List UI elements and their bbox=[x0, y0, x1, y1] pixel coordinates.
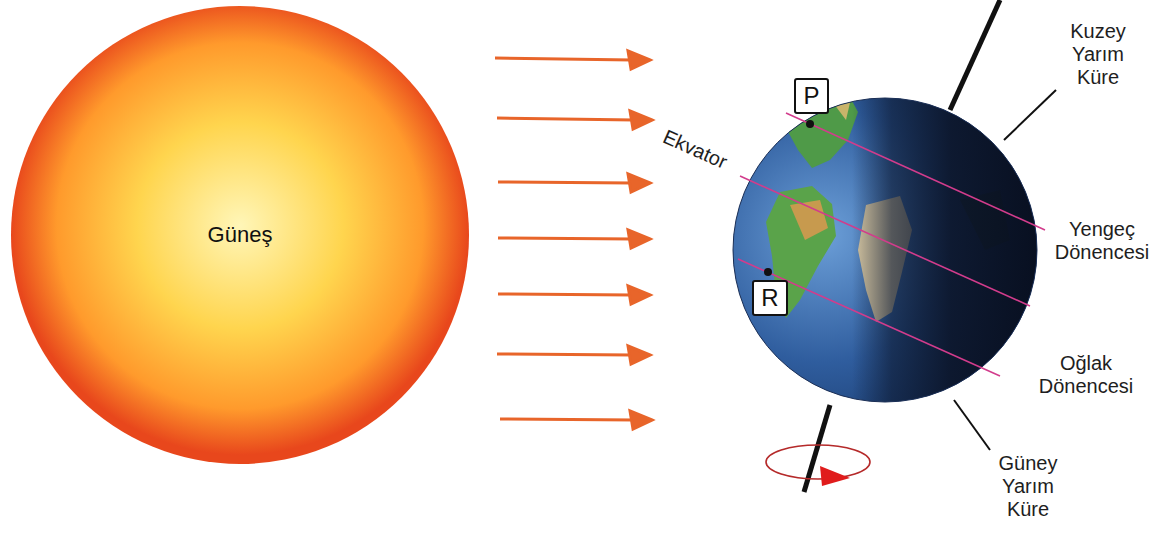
point-label-box: P bbox=[794, 78, 829, 114]
leader-line bbox=[1004, 90, 1056, 140]
latitude-lines bbox=[738, 113, 1045, 376]
earth bbox=[720, 88, 1050, 410]
point-label-box: R bbox=[752, 280, 788, 316]
tropic-label: Oğlak Dönencesi bbox=[1022, 352, 1150, 398]
leader-line bbox=[954, 400, 990, 450]
sun-rays bbox=[495, 51, 652, 429]
hemisphere-label: Kuzey Yarım Küre bbox=[1058, 20, 1138, 89]
point-letter: R bbox=[761, 284, 779, 312]
rotation-arrow bbox=[766, 445, 870, 486]
point-dot bbox=[764, 268, 772, 276]
tropic-label: Yengeç Dönencesi bbox=[1038, 218, 1166, 264]
sun-circle: Güneş bbox=[10, 5, 470, 465]
point-letter: P bbox=[803, 82, 820, 110]
sun-name: Güneş bbox=[208, 222, 273, 247]
hemisphere-label: Güney Yarım Küre bbox=[988, 452, 1068, 521]
earth-axis bbox=[950, 0, 1000, 110]
sun-disc bbox=[11, 6, 469, 464]
point-dot bbox=[806, 120, 814, 128]
equator-label: Ekvator bbox=[649, 121, 741, 179]
